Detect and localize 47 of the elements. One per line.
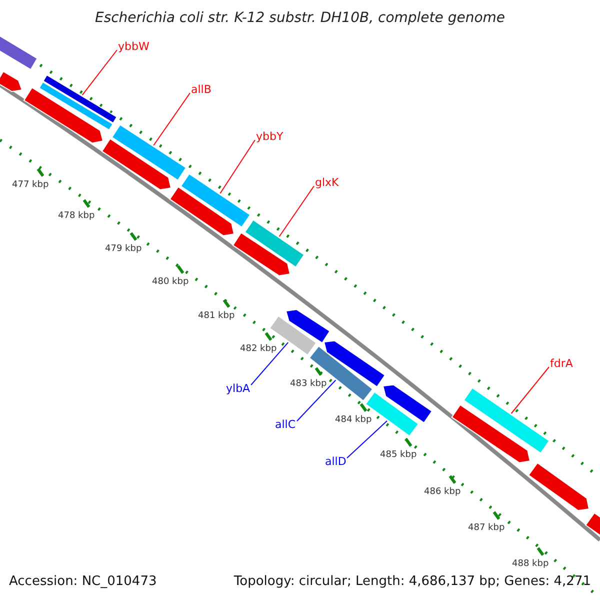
scale-label: 479 kbp — [105, 245, 142, 254]
scale-label: 478 kbp — [58, 212, 95, 221]
gene-label: allB — [191, 84, 212, 95]
title: Escherichia coli str. K-12 substr. DH10B, complete genome — [94, 11, 506, 25]
scale-label: 486 kbp — [424, 488, 461, 497]
gene-label: fdrA — [550, 358, 573, 369]
gene-bar — [169, 186, 235, 236]
leader-line — [296, 380, 336, 422]
leader-line — [250, 342, 289, 386]
gene-bar — [180, 173, 251, 228]
gene-bar — [232, 232, 291, 276]
leader-line — [278, 186, 314, 237]
gene-bar — [111, 124, 187, 181]
accession-text: Accession: NC_010473 — [9, 575, 157, 588]
gene-label: allC — [275, 419, 296, 430]
gene-label: ylbA — [226, 383, 250, 394]
leader-line — [346, 420, 388, 458]
gene-bar — [285, 308, 330, 344]
scale-label: 487 kbp — [468, 524, 505, 533]
leader-line — [510, 366, 550, 414]
gene-bar — [23, 86, 104, 144]
genome-info-text: Topology: circular; Length: 4,686,137 bp; Genes: 4,271 — [234, 575, 591, 588]
leader-line — [153, 92, 190, 146]
gene-bar — [0, 34, 38, 70]
scale-label: 485 kbp — [380, 451, 417, 460]
gene-bar — [528, 462, 590, 512]
gene-bar — [382, 384, 433, 424]
scale-label: 483 kbp — [290, 380, 327, 389]
gene-label: allD — [325, 456, 346, 467]
scale-label: 482 kbp — [240, 345, 277, 354]
gene-bar — [38, 81, 114, 131]
gene-bar — [101, 138, 172, 190]
scale-label: 484 kbp — [335, 416, 372, 425]
scale-label: 477 kbp — [12, 181, 49, 190]
gene-label: glxK — [315, 177, 339, 188]
gene-bar — [451, 404, 531, 464]
gene-bar — [308, 345, 374, 402]
scale-label: 481 kbp — [198, 312, 235, 321]
leader-line — [220, 140, 256, 194]
gene-bar — [244, 219, 305, 268]
gene-label: ybbY — [256, 131, 284, 142]
scale-label: 488 kbp — [512, 560, 549, 569]
gene-bar — [42, 74, 118, 124]
gene-bar — [463, 387, 550, 454]
leader-line — [82, 50, 118, 96]
gene-label: ybbW — [118, 41, 150, 52]
scale-label: 480 kbp — [152, 278, 189, 287]
